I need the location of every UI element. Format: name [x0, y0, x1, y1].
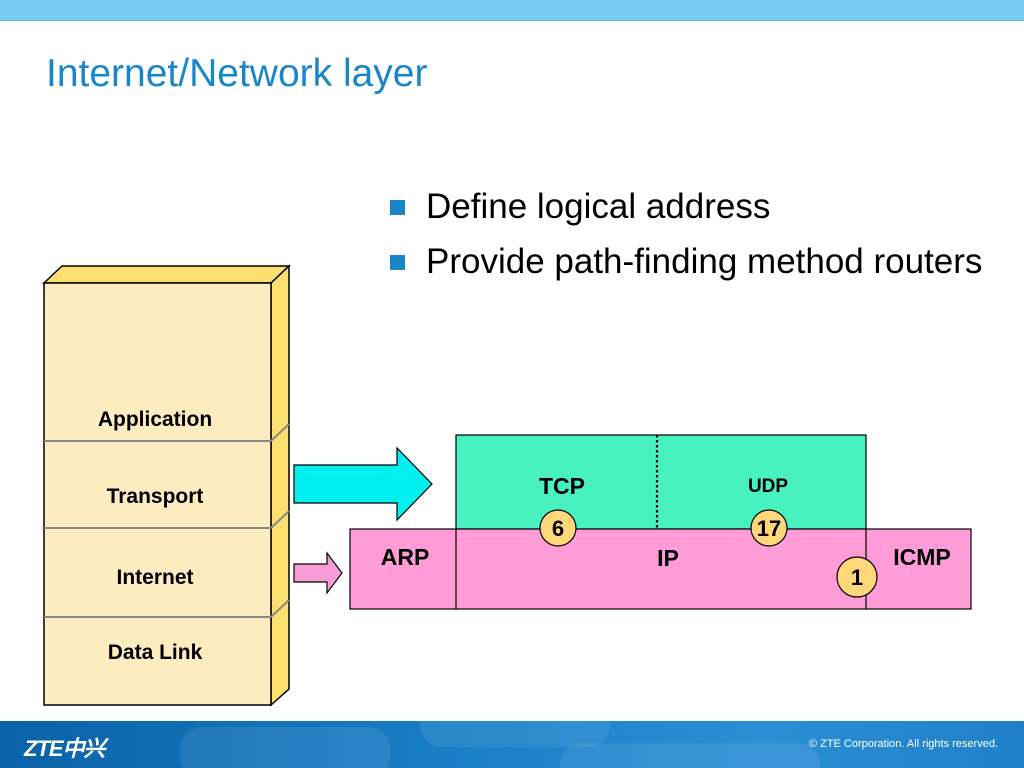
layer-divider [270, 599, 290, 618]
layer-label-transport: Transport [107, 485, 204, 508]
udp-label: UDP [748, 476, 788, 497]
layer-label-internet: Internet [116, 566, 193, 589]
footer-bar: ZTE中兴 © ZTE Corporation. All rights rese… [0, 721, 1024, 768]
tcp-label: TCP [539, 473, 585, 499]
copyright-text: © ZTE Corporation. All rights reserved. [808, 738, 998, 750]
stack-front-face [43, 282, 272, 706]
bullet-list: Define logical address Provide path-find… [388, 184, 988, 294]
zte-logo: ZTE中兴 [24, 736, 106, 761]
layer-divider [270, 423, 290, 442]
icmp-protocol-number: 1 [851, 565, 863, 590]
icmp-label: ICMP [893, 544, 951, 570]
udp-protocol-number: 17 [757, 516, 781, 541]
footer-decoration [560, 743, 820, 768]
layer-stack: Application Transport Internet Data Link [42, 264, 291, 707]
square-bullet-icon [390, 255, 405, 270]
tcp-protocol-number-badge [539, 509, 577, 547]
arp-label: ARP [381, 544, 430, 570]
icmp-protocol-number-badge [836, 556, 878, 598]
layer-divider [270, 510, 290, 529]
bullet-item: Provide path-finding method routers [388, 239, 988, 284]
transport-protocol-box [455, 434, 867, 530]
layer-label-application: Application [98, 408, 212, 431]
top-band [0, 0, 1024, 21]
slide-title: Internet/Network layer [46, 52, 428, 95]
udp-protocol-number-badge [750, 509, 788, 547]
stack-side-face [270, 264, 290, 707]
bullet-text: Define logical address [426, 187, 771, 226]
transport-arrow [293, 446, 433, 522]
network-protocol-box [349, 528, 972, 610]
square-bullet-icon [390, 200, 405, 215]
tcp-protocol-number: 6 [552, 516, 564, 541]
footer-decoration [180, 727, 390, 768]
ip-label: IP [657, 545, 679, 571]
internet-arrow [293, 551, 343, 595]
protocol-diagram: TCP UDP ARP IP ICMP 6 17 1 [349, 434, 972, 610]
bullet-text: Provide path-finding method routers [426, 242, 983, 281]
layer-label-data-link: Data Link [108, 641, 203, 664]
stack-top-face [42, 265, 291, 284]
bullet-item: Define logical address [388, 184, 988, 229]
footer-decoration [420, 721, 610, 747]
